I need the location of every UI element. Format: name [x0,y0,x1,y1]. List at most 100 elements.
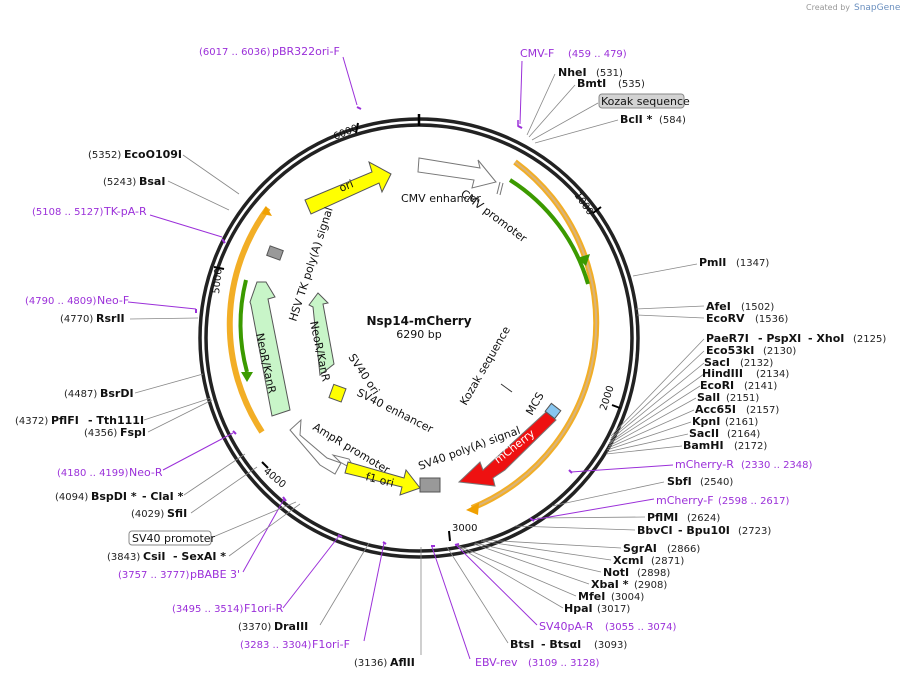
svg-text:(1347): (1347) [736,258,769,269]
primer-ebv-rev[interactable]: EBV-rev [475,656,518,669]
svg-text:(1502): (1502) [741,302,774,313]
enzyme-ecoo109i[interactable]: EcoO109I [124,148,182,161]
mcs-box[interactable] [544,402,562,420]
hsv-tk-polya-box[interactable] [266,245,284,261]
sv40-polya-box[interactable] [419,477,441,493]
primer-neo-f[interactable]: Neo-F [97,294,129,307]
enzyme-mfei[interactable]: MfeI [578,590,605,603]
ori-feature-arrow[interactable] [304,160,392,215]
enzyme-bspdi[interactable]: BspDI * [91,490,137,503]
svg-text:(4487): (4487) [64,389,97,400]
primer-cmv-f[interactable]: CMV-F [520,47,554,60]
svg-text:(5352): (5352) [88,150,121,161]
enzyme-csii[interactable]: CsiI [143,550,165,563]
svg-text:(2330 .. 2348): (2330 .. 2348) [741,460,813,471]
orf-green-left [238,279,249,373]
enzyme-sbfi[interactable]: SbfI [667,475,692,488]
svg-text:(3136): (3136) [354,658,387,669]
svg-text:(2134): (2134) [756,369,789,380]
primer-mcherry-f[interactable]: mCherry-F [656,494,714,507]
svg-text:(584): (584) [659,115,686,126]
enzyme-paer7i[interactable]: PaeR7I [706,332,749,345]
ori-label: ori [337,177,355,194]
enzyme-rsrii[interactable]: RsrII [96,312,125,325]
mcherry-orf-arc-inner [471,161,598,509]
svg-text:(6017 .. 6036): (6017 .. 6036) [199,47,271,58]
svg-text:(1536): (1536) [755,314,788,325]
neor-kanr-outer-arrow[interactable] [249,281,291,417]
ampr-promoter-arrow[interactable] [289,418,342,475]
enzyme-kpni[interactable]: KpnI [692,415,720,428]
svg-text:(2161): (2161) [725,417,758,428]
svg-text:(4372): (4372) [15,416,48,427]
enzyme-fspi[interactable]: FspI [120,426,146,439]
primer-tk-pa-r[interactable]: TK-pA-R [103,205,147,218]
enzyme-sfii[interactable]: SfiI [167,507,187,520]
primer-pbr322ori-f[interactable]: pBR322ori-F [272,45,340,58]
sv40-promoter-box[interactable] [128,530,212,546]
enzyme-btsi[interactable]: BtsI [510,638,534,651]
enzyme-saci[interactable]: SacI [704,356,730,369]
enzyme-bsrdi[interactable]: BsrDI [100,387,134,400]
svg-text:(2598 .. 2617): (2598 .. 2617) [718,496,790,507]
primer-f1ori-f[interactable]: F1ori-F [312,638,350,651]
enzyme-bmti[interactable]: BmtI [577,77,606,90]
enzyme-btsai[interactable]: - BtsαI [541,638,581,651]
enzyme-pmli[interactable]: PmlI [699,256,726,269]
svg-text:(3055 .. 3074): (3055 .. 3074) [605,622,677,633]
enzyme-nhei[interactable]: NheI [558,66,587,79]
enzyme-afei[interactable]: AfeI [706,300,731,313]
kozak-sequence-box[interactable] [598,93,685,109]
enzyme-eco53ki[interactable]: Eco53kI [706,344,754,357]
enzyme-bbvci[interactable]: BbvCI [637,524,673,537]
enzyme-acc65i[interactable]: Acc65I [695,403,736,416]
enzyme-noti[interactable]: NotI [603,566,629,579]
primer-mcherry-r[interactable]: mCherry-R [675,458,734,471]
neo-orf-arc [226,206,271,434]
enzyme-ecori[interactable]: EcoRI [700,379,734,392]
ruler-tick-6000: 6000 [332,123,360,143]
enzyme-ecorv[interactable]: EcoRV [706,312,745,325]
enzyme-pspxi[interactable]: - PspXI [758,332,801,345]
enzyme-hpai[interactable]: HpaI [564,602,593,615]
enzyme-clai[interactable]: - ClaI * [142,490,184,503]
neor-kanr-inner-arrow[interactable] [308,292,335,376]
snapgene-logo-text: SnapGene [854,3,901,13]
enzyme-sexai[interactable]: - SexAI * [173,550,226,563]
ruler-tick-5000: 5000 [211,268,225,294]
mcherry-feature-arrow[interactable] [457,411,557,487]
sv40-promoter-box-label: SV40 promoter [132,532,216,545]
enzyme-draiii[interactable]: DraIII [274,620,308,633]
svg-text:(2132): (2132) [740,358,773,369]
enzyme-bcli[interactable]: BclI * [620,113,653,126]
cmv-enhancer-arrow[interactable] [417,157,497,189]
enzyme-tth111i[interactable]: - Tth111I [88,414,144,427]
enzyme-xhoi[interactable]: - XhoI [808,332,844,345]
sv40-ori-box[interactable] [328,383,347,403]
svg-text:(3757 .. 3777): (3757 .. 3777) [118,570,190,581]
enzyme-xbai[interactable]: XbaI * [591,578,629,591]
primer-pbabe-3[interactable]: pBABE 3' [190,568,240,581]
enzyme-pflfi[interactable]: PflFI [51,414,79,427]
svg-text:(2908): (2908) [634,580,667,591]
enzyme-hindiii[interactable]: HindIII [702,367,743,380]
f1-ori-arrow[interactable] [344,461,421,496]
enzyme-xcmi[interactable]: XcmI [613,554,644,567]
primer-sv40pa-r[interactable]: SV40pA-R [539,620,594,633]
svg-text:(2172): (2172) [734,441,767,452]
enzyme-pflmi[interactable]: PflMI [647,511,678,524]
enzyme-sacii[interactable]: SacII [689,427,719,440]
enzyme-bsai[interactable]: BsaI [139,175,165,188]
enzyme-aflii[interactable]: AflII [390,656,415,669]
f1-ori-label: f1 ori [364,470,395,490]
cmv-promoter-label: CMV promoter [458,187,529,245]
enzyme-bamhi[interactable]: BamHI [683,439,724,452]
enzyme-bpu10i[interactable]: - Bpu10I [678,524,730,537]
svg-text:(459 .. 479): (459 .. 479) [568,49,627,60]
svg-text:(2157): (2157) [746,405,779,416]
primer-neo-r[interactable]: Neo-R [129,466,163,479]
enzyme-sali[interactable]: SalI [697,391,720,404]
primer-f1ori-r[interactable]: F1ori-R [244,602,284,615]
enzyme-sgrai[interactable]: SgrAI [623,542,657,555]
